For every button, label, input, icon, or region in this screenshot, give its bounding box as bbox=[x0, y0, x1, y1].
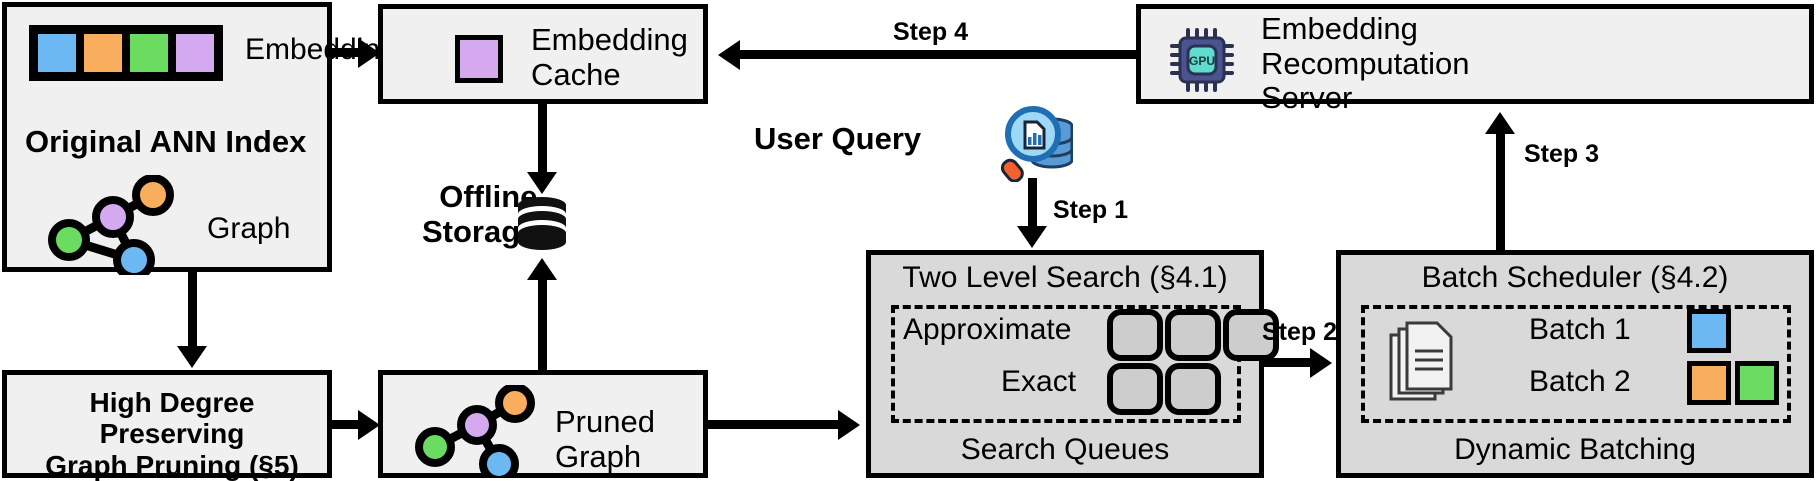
pruned-graph-label: Pruned Graph bbox=[555, 404, 655, 474]
arrow-pruning-to-pruned-head bbox=[358, 410, 380, 440]
embedding-cell-purple bbox=[172, 30, 218, 76]
batch-scheduler-box: Batch Scheduler (§4.2) Batch 1 Batch 2 D… bbox=[1336, 250, 1814, 478]
original-ann-index-label: Original ANN Index bbox=[25, 124, 307, 159]
embedding-cache-swatch-icon bbox=[455, 35, 503, 83]
recomputation-server-label: Embedding Recomputation Server bbox=[1261, 11, 1470, 116]
step-4-label: Step 4 bbox=[893, 18, 969, 46]
recomputation-server-box: GPU Embedding Recomputation Server bbox=[1136, 4, 1814, 115]
arrow-step1-head bbox=[1017, 226, 1047, 248]
arrow-step1-line bbox=[1028, 178, 1037, 230]
batch-swatch-green bbox=[1735, 361, 1779, 405]
embedding-cell-green bbox=[126, 30, 172, 76]
approximate-row-label: Approximate bbox=[903, 313, 1072, 346]
step-2-label: Step 2 bbox=[1262, 318, 1338, 346]
arrow-cache-to-storage-head bbox=[527, 172, 557, 194]
queue-slot[interactable] bbox=[1223, 309, 1279, 361]
arrow-step3-line bbox=[1496, 132, 1505, 252]
embedding-cell-blue bbox=[34, 30, 80, 76]
queue-slot[interactable] bbox=[1165, 363, 1221, 415]
pruned-graph-box: Pruned Graph bbox=[378, 370, 708, 478]
pruned-graph-icon bbox=[415, 385, 535, 477]
arrow-step4-line bbox=[740, 50, 1138, 59]
arrow-pruned-to-search-line bbox=[708, 420, 840, 429]
arrow-step3-head bbox=[1485, 112, 1515, 134]
arrow-pruned-to-search-head bbox=[838, 410, 860, 440]
dynamic-batching-panel bbox=[1361, 305, 1791, 423]
batch-1-swatches bbox=[1687, 309, 1731, 353]
embedding-strip bbox=[29, 25, 223, 81]
two-level-search-box: Two Level Search (§4.1) Approximate Exac… bbox=[866, 250, 1279, 478]
graph-pruning-label: High Degree Preserving Graph Pruning (§5… bbox=[45, 387, 299, 481]
step-3-label: Step 3 bbox=[1524, 140, 1600, 168]
batch-swatch-blue bbox=[1687, 309, 1731, 353]
arrow-step4-head bbox=[718, 40, 740, 70]
two-level-search-title: Two Level Search (§4.1) bbox=[902, 261, 1228, 294]
arrow-index-to-cache-head bbox=[358, 38, 380, 68]
arrow-pruned-to-storage-head bbox=[527, 258, 557, 280]
arrow-index-to-cache-line bbox=[332, 48, 360, 57]
queue-slot[interactable] bbox=[1107, 363, 1163, 415]
database-cylinder-icon bbox=[518, 197, 566, 250]
graph-pruning-box: High Degree Preserving Graph Pruning (§5… bbox=[2, 370, 332, 481]
original-ann-index-box: Embedding Original ANN Index Graph bbox=[2, 2, 397, 275]
approximate-queue-slots bbox=[1107, 309, 1279, 361]
arrow-cache-to-storage-line bbox=[538, 104, 547, 176]
embedding-cache-label: Embedding Cache bbox=[531, 22, 688, 92]
arrow-step2-head bbox=[1310, 348, 1332, 378]
arrow-step2-line bbox=[1264, 358, 1314, 367]
queue-slot[interactable] bbox=[1165, 309, 1221, 361]
arrow-pruned-to-storage-line bbox=[538, 278, 547, 370]
embedding-cell-orange bbox=[80, 30, 126, 76]
batch-scheduler-title: Batch Scheduler (§4.2) bbox=[1421, 261, 1729, 294]
search-queues-footer: Search Queues bbox=[960, 433, 1170, 466]
graph-label: Graph bbox=[207, 212, 291, 245]
batch-2-label: Batch 2 bbox=[1529, 365, 1631, 398]
exact-row-label: Exact bbox=[1001, 365, 1077, 398]
exact-queue-slots bbox=[1107, 363, 1221, 415]
arrow-index-to-pruning-head bbox=[177, 346, 207, 368]
batch-1-label: Batch 1 bbox=[1529, 313, 1631, 346]
arrow-pruning-to-pruned-line bbox=[332, 420, 360, 429]
arrow-index-to-pruning-line bbox=[188, 272, 197, 348]
document-stack-icon bbox=[1389, 321, 1453, 401]
user-query-label: User Query bbox=[754, 121, 922, 156]
gpu-chip-icon: GPU bbox=[1170, 28, 1234, 92]
batch-swatch-orange bbox=[1687, 361, 1731, 405]
search-queues-panel bbox=[891, 305, 1241, 423]
magnifier-database-icon bbox=[1000, 106, 1073, 182]
embedding-cache-box: Embedding Cache bbox=[378, 4, 708, 104]
batch-2-swatches bbox=[1687, 361, 1779, 405]
ann-graph-icon bbox=[48, 175, 174, 275]
queue-slot[interactable] bbox=[1107, 309, 1163, 361]
dynamic-batching-footer: Dynamic Batching bbox=[1454, 433, 1696, 466]
svg-text:GPU: GPU bbox=[1189, 54, 1215, 68]
step-1-label: Step 1 bbox=[1053, 196, 1129, 224]
